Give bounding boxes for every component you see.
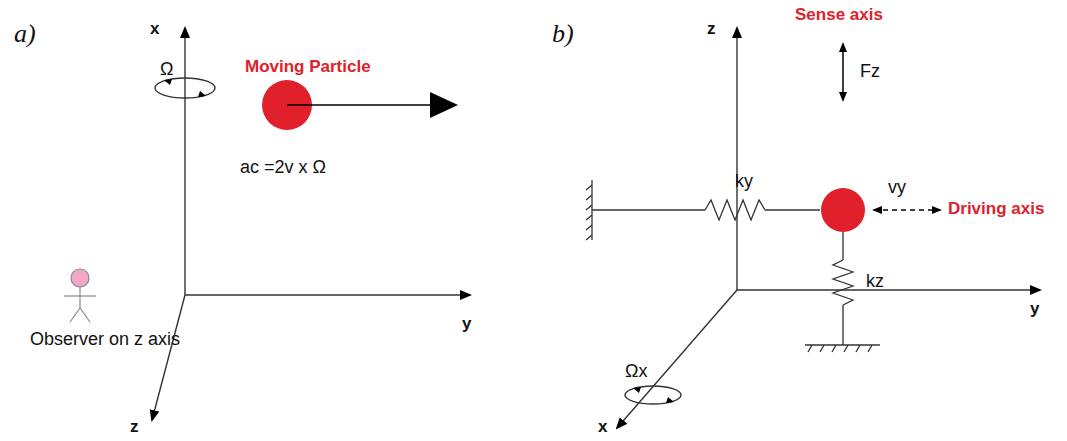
panel-letter: a) xyxy=(14,20,36,49)
axis-label: x xyxy=(150,20,159,39)
axis-label: x xyxy=(598,418,607,437)
part-name: Moving Particle xyxy=(245,58,371,77)
observer-label: Observer on z axis xyxy=(30,330,180,350)
force-label: Fz xyxy=(860,62,880,82)
axis-name: Driving axis xyxy=(948,200,1044,219)
equation-label: ac =2v x Ω xyxy=(240,158,326,178)
rotation-symbol: Ωx xyxy=(625,362,647,382)
velocity-label: vy xyxy=(888,178,906,198)
axis-label: z xyxy=(707,20,716,39)
axis-label: y xyxy=(462,315,471,334)
panel-letter: b) xyxy=(552,20,574,49)
axis-name: Sense axis xyxy=(795,6,883,25)
axis-label: z xyxy=(130,418,139,437)
spring-constant: kz xyxy=(866,272,884,292)
rotation-symbol: Ω xyxy=(160,60,173,80)
axis-label: y xyxy=(1030,300,1039,319)
spring-constant: ky xyxy=(735,172,753,192)
